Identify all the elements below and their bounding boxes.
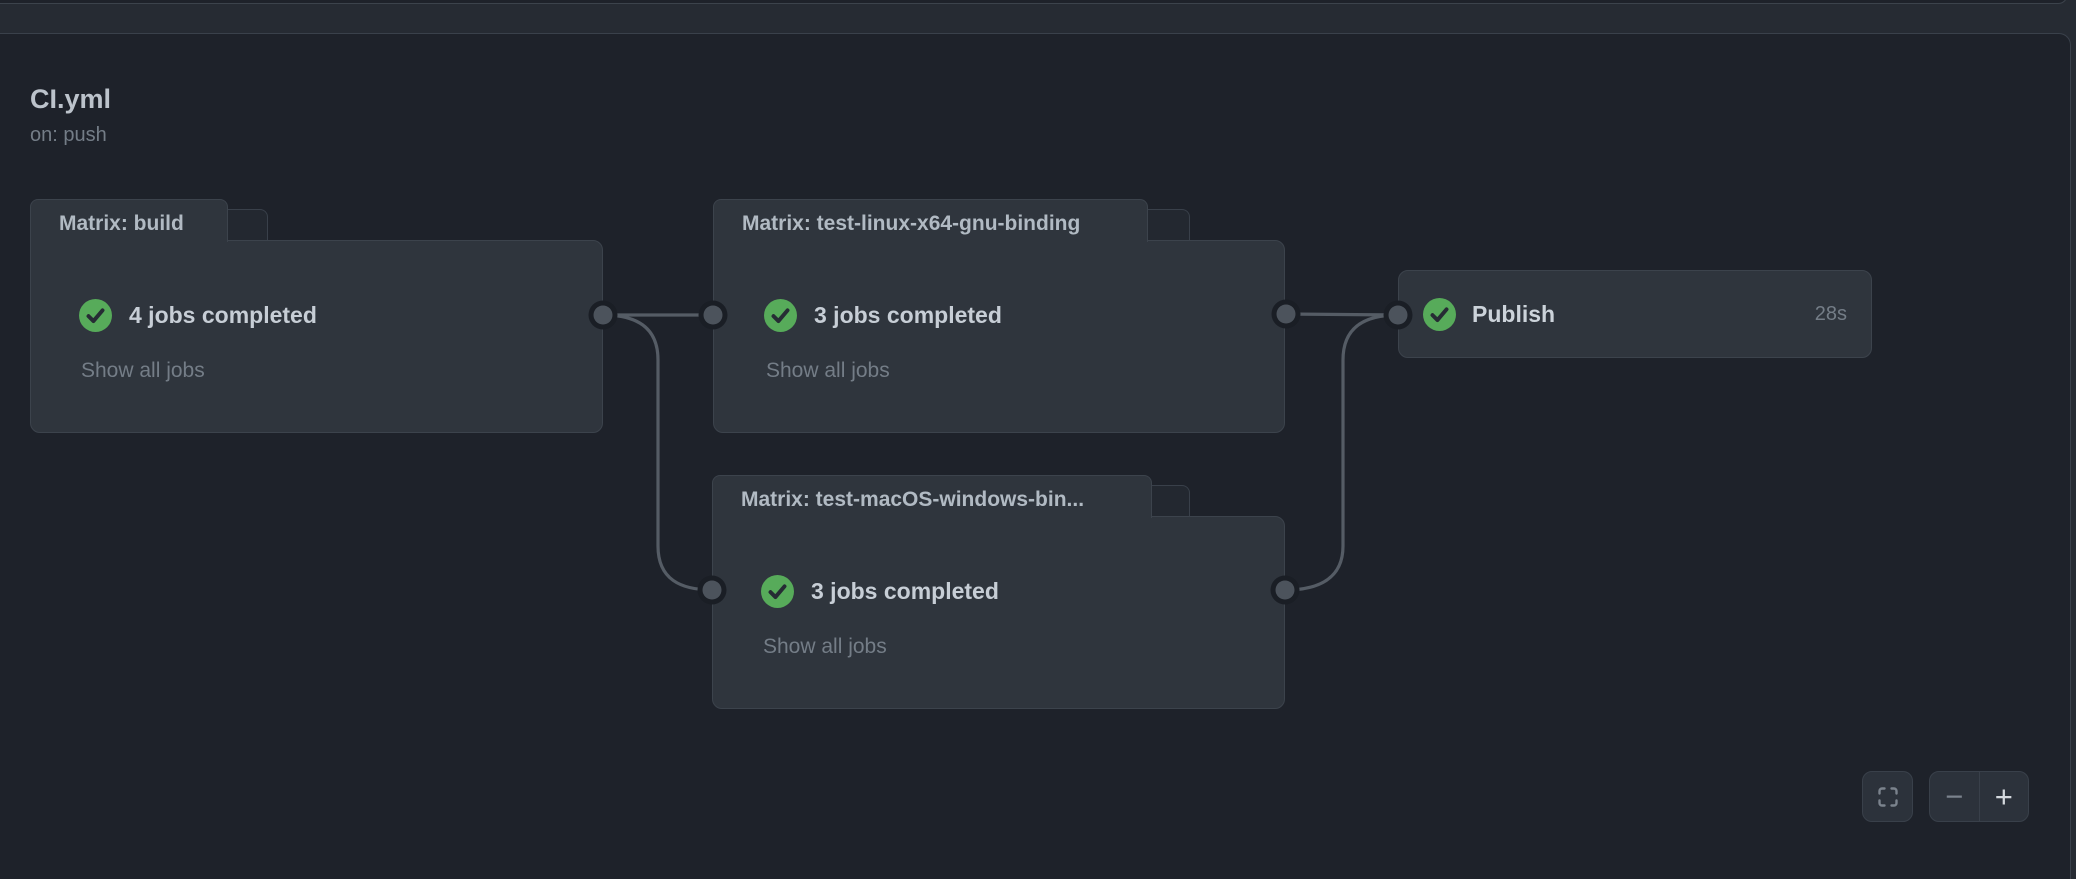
workflow-title: CI.yml	[30, 84, 112, 114]
workflow-header: CI.yml on: push	[30, 84, 111, 147]
node-tab-label: Matrix: test-macOS-windows-bin...	[741, 488, 1085, 511]
port-test-linux-out	[1276, 304, 1296, 324]
port-test-macos-out	[1275, 580, 1295, 600]
node-tab-test-linux: Matrix: test-linux-x64-gnu-binding	[713, 199, 1148, 242]
node-status-row: 3 jobs completed	[761, 575, 999, 608]
port-publish-in	[1388, 305, 1408, 325]
header-bottom-edge	[0, 0, 2068, 4]
workflow-trigger: on: push	[30, 124, 107, 147]
zoom-in-button[interactable]: +	[1994, 778, 2013, 814]
zoom-control: − +	[1929, 771, 2029, 822]
show-all-jobs-link[interactable]: Show all jobs	[766, 359, 890, 382]
show-all-jobs-link[interactable]: Show all jobs	[81, 359, 205, 382]
node-tab-label: Matrix: build	[59, 212, 184, 235]
node-tab-label: Matrix: test-linux-x64-gnu-binding	[742, 212, 1081, 235]
zoom-out-button[interactable]: −	[1930, 772, 1980, 821]
port-build-out	[593, 305, 613, 325]
node-status-text: 3 jobs completed	[811, 578, 999, 604]
fullscreen-icon	[1877, 786, 1898, 807]
show-all-jobs-link[interactable]: Show all jobs	[763, 635, 887, 658]
success-check-icon	[1423, 297, 1456, 331]
node-status-text: 4 jobs completed	[129, 302, 317, 328]
node-test-linux: 3 jobs completed Show all jobs	[713, 240, 1285, 433]
workflow-graph-panel	[0, 33, 2071, 879]
port-test-linux-in	[703, 305, 723, 325]
fullscreen-button[interactable]	[1862, 771, 1913, 822]
success-check-icon	[761, 575, 794, 608]
success-check-icon	[764, 299, 797, 332]
node-status-row: 4 jobs completed	[79, 299, 317, 332]
node-tab-build: Matrix: build	[30, 199, 228, 242]
node-test-macos-windows: 3 jobs completed Show all jobs	[712, 516, 1285, 709]
node-label: Publish	[1472, 300, 1556, 327]
node-status-text: 3 jobs completed	[814, 302, 1002, 328]
success-check-icon	[79, 299, 112, 332]
node-status-row: 3 jobs completed	[764, 299, 1002, 332]
node-publish[interactable]: Publish 28s	[1398, 270, 1872, 358]
node-build: 4 jobs completed Show all jobs	[30, 240, 603, 433]
port-test-macos-in	[702, 580, 722, 600]
job-duration: 28s	[1814, 302, 1847, 325]
node-tab-test-macos-windows: Matrix: test-macOS-windows-bin...	[712, 475, 1152, 518]
